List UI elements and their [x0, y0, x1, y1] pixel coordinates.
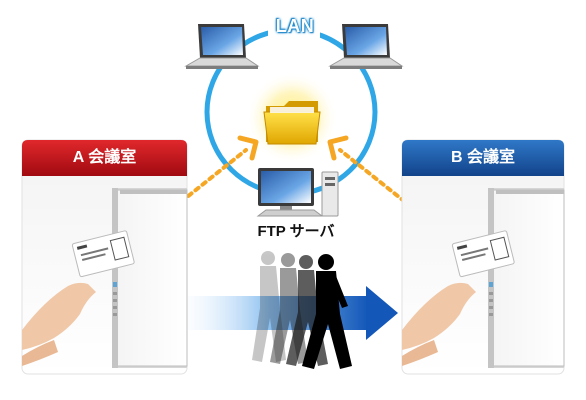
folder-icon — [263, 101, 321, 145]
desktop-computer-icon — [256, 168, 339, 217]
walking-person-icon — [302, 254, 352, 369]
whiteboard-icon — [488, 188, 565, 368]
walking-person-icon — [252, 251, 286, 362]
lan-label: LAN — [275, 16, 315, 36]
card-icon — [71, 230, 135, 278]
laptop-icon — [328, 24, 404, 69]
ftp-server-label: FTP サーバ — [257, 223, 335, 240]
card-icon — [451, 230, 515, 278]
room-a-title: A 会議室 — [72, 149, 137, 166]
hand-holding-card — [22, 282, 96, 366]
room-b-title: B 会議室 — [450, 149, 515, 166]
room-a-panel — [21, 139, 188, 375]
laptop-icon — [184, 24, 260, 69]
hand-holding-card — [402, 282, 476, 366]
lan-label-gap — [268, 14, 320, 38]
whiteboard-icon — [112, 188, 188, 368]
room-b-panel — [401, 139, 565, 375]
